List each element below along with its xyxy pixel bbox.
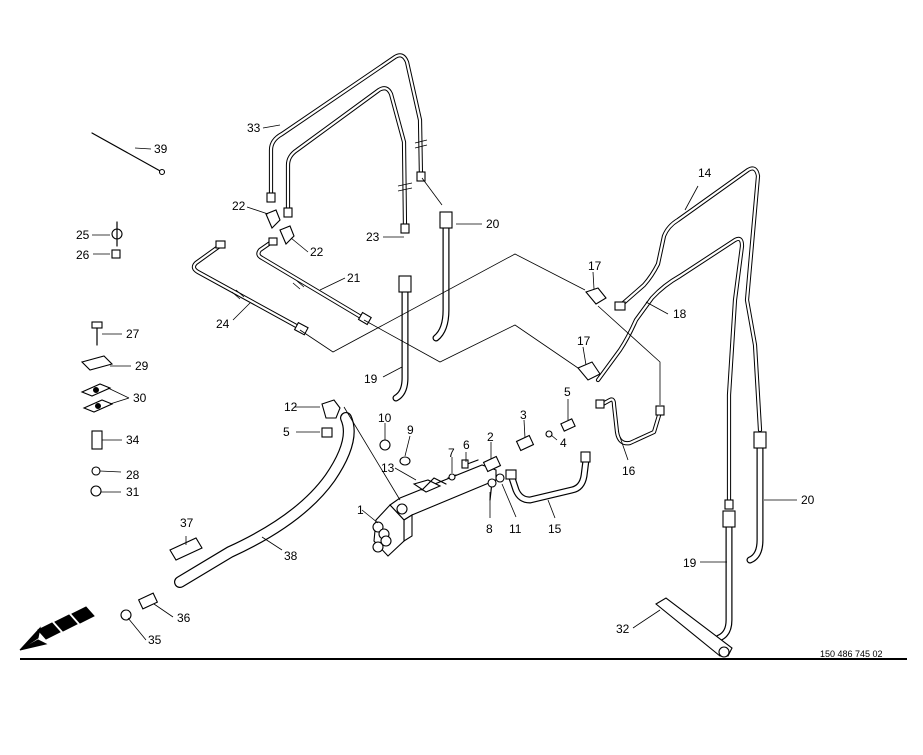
callout-17-top: 17 (588, 259, 602, 273)
control-valve-block (372, 464, 497, 557)
connection-line-b (363, 319, 579, 369)
callout-10: 10 (378, 411, 392, 425)
hose-19-left (392, 275, 412, 402)
ring-28 (91, 466, 101, 476)
fitting-5-left (321, 427, 333, 438)
tube-24 (191, 240, 309, 336)
callout-28: 28 (126, 468, 140, 482)
callout-3: 3 (520, 408, 527, 422)
callout-24: 24 (216, 317, 230, 331)
tube-21 (256, 237, 372, 326)
tube-16 (595, 397, 665, 446)
callout-18: 18 (673, 307, 687, 321)
connection-line-d (343, 406, 401, 501)
connection-line-c (597, 305, 661, 405)
tube-14 (614, 166, 763, 433)
callout-16: 16 (622, 464, 636, 478)
callout-37: 37 (180, 516, 194, 530)
nut-26 (111, 249, 121, 259)
callout-19-left: 19 (364, 372, 378, 386)
adapter-36 (137, 592, 159, 610)
hose-20-right (746, 431, 767, 564)
callout-36: 36 (177, 611, 191, 625)
callout-35: 35 (148, 633, 162, 647)
callout-4: 4 (560, 436, 567, 450)
connector-32 (655, 597, 733, 658)
callout-labels: 1 2 3 4 5 5 6 7 8 9 10 11 12 13 14 15 16… (76, 121, 815, 647)
callout-7: 7 (448, 446, 455, 460)
elbow-22-left (265, 209, 281, 229)
callout-34: 34 (126, 433, 140, 447)
tube-33 (266, 53, 426, 203)
bolt-7 (447, 473, 457, 481)
fitting-3 (515, 434, 535, 452)
tube-23 (283, 86, 428, 234)
callout-21: 21 (347, 271, 361, 285)
callout-22-right: 22 (310, 245, 324, 259)
tube-18 (595, 236, 745, 510)
callout-26: 26 (76, 248, 90, 262)
callout-9: 9 (407, 423, 414, 437)
callout-17-bottom: 17 (577, 334, 591, 348)
callout-27: 27 (126, 327, 140, 341)
fitting-5-right (560, 418, 576, 432)
callout-15: 15 (548, 522, 562, 536)
document-number: 150 486 745 02 (820, 649, 883, 659)
clamp-half-30b (82, 399, 114, 413)
callout-30: 30 (133, 391, 147, 405)
callout-14: 14 (698, 166, 712, 180)
cap-35 (120, 609, 132, 621)
callout-1: 1 (357, 503, 364, 517)
tee-17-bottom (577, 361, 601, 381)
callout-22-left: 22 (232, 199, 246, 213)
callout-23: 23 (366, 230, 380, 244)
callout-6: 6 (463, 438, 470, 452)
nut-31 (90, 485, 102, 497)
elbow-12 (321, 399, 341, 419)
callout-31: 31 (126, 485, 140, 499)
elbow-22-right (279, 225, 295, 245)
callout-33: 33 (247, 121, 261, 135)
direction-arrow-icon (19, 606, 95, 651)
callout-12: 12 (284, 400, 298, 414)
callout-20-left: 20 (486, 217, 500, 231)
callout-2: 2 (487, 430, 494, 444)
connection-line-a (299, 253, 586, 353)
clamp-half-30a (80, 383, 112, 397)
washer-9 (399, 456, 411, 466)
hose-20-left (432, 211, 453, 342)
callout-19-right: 19 (683, 556, 697, 570)
callout-5-left: 5 (283, 425, 290, 439)
connection-line-e (421, 177, 443, 206)
bolt-8 (487, 478, 497, 501)
callout-32: 32 (616, 622, 630, 636)
callout-25: 25 (76, 228, 90, 242)
hose-38 (174, 412, 355, 588)
plate-29 (80, 355, 114, 371)
leader-lines (92, 124, 797, 641)
callout-11: 11 (509, 522, 522, 536)
hose-15 (505, 451, 591, 504)
bolt-27 (91, 321, 103, 346)
bolt-6 (461, 459, 479, 469)
fitting-4 (545, 430, 553, 438)
filter-37 (169, 537, 203, 561)
callout-5-right: 5 (564, 385, 571, 399)
fitting-11 (495, 473, 505, 483)
callout-8: 8 (486, 522, 493, 536)
cable-tie-39 (91, 132, 166, 176)
callout-39: 39 (154, 142, 168, 156)
callout-38: 38 (284, 549, 298, 563)
hose-19-right (715, 510, 736, 642)
fitting-2 (482, 455, 502, 473)
callout-29: 29 (135, 359, 149, 373)
nut-10 (379, 439, 391, 451)
callout-20-right: 20 (801, 493, 815, 507)
tee-17-top (585, 287, 607, 305)
spacer-34 (91, 430, 103, 450)
clamp-25 (111, 221, 123, 247)
callout-13: 13 (381, 461, 395, 475)
